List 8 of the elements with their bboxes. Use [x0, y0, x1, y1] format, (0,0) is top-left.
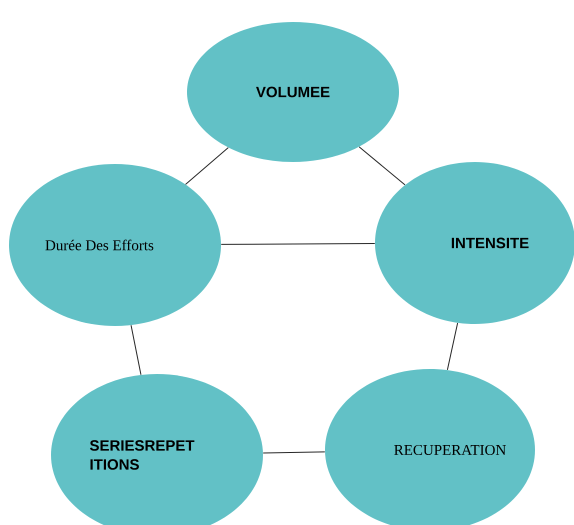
connector-line — [185, 147, 229, 185]
connector-line — [262, 451, 326, 454]
connector-line — [220, 243, 376, 245]
connector-line — [446, 322, 458, 370]
ellipse-node: Durée Des Efforts — [9, 164, 221, 326]
connector-line — [130, 324, 142, 376]
ellipse-node: VOLUMEE — [187, 22, 399, 162]
connector-line — [358, 146, 406, 186]
